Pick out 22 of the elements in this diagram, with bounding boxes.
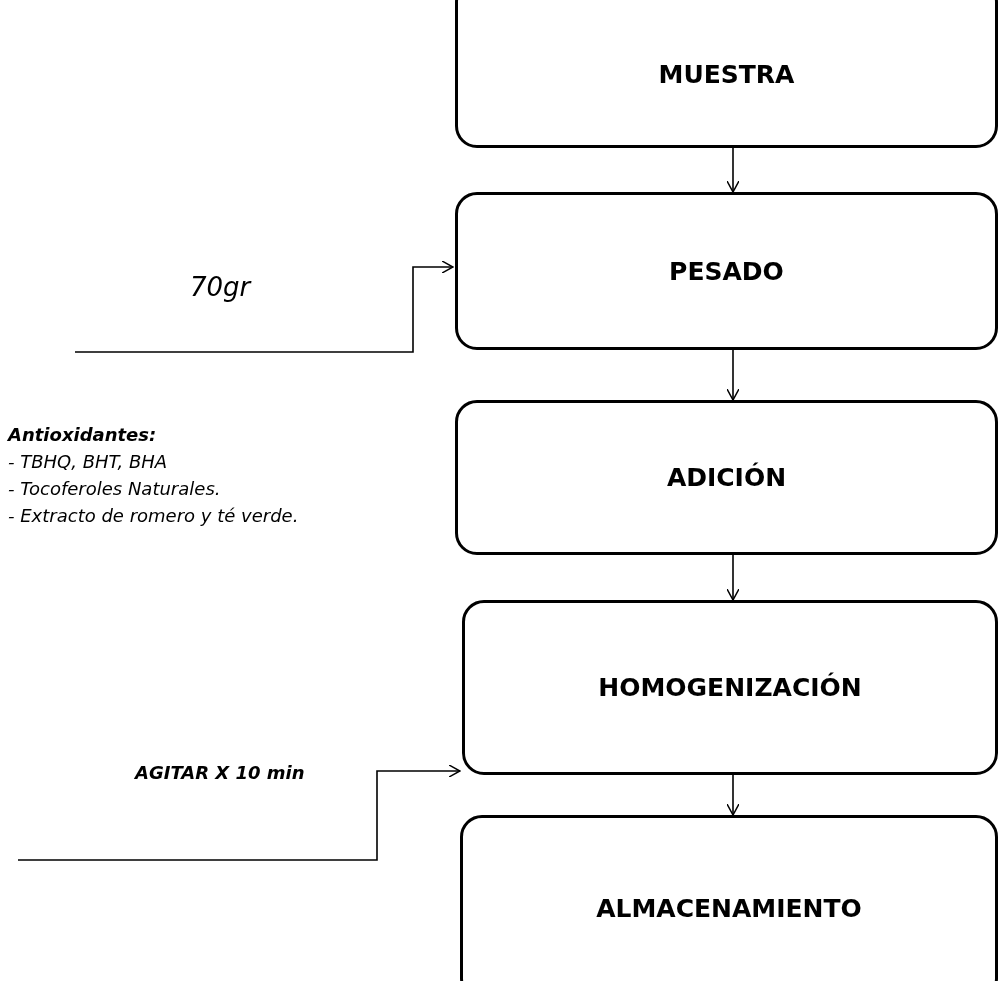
- step-title: MUESTRA: [658, 59, 795, 89]
- step-title: HOMOGENIZACIÓN: [598, 673, 862, 702]
- process-box: [455, 400, 998, 555]
- arrow: [17, 764, 461, 861]
- process-box: [462, 600, 998, 775]
- note-text: - TBHQ, BHT, BHA: [8, 451, 168, 472]
- process-box: [460, 815, 998, 981]
- arrow: [726, 774, 740, 816]
- arrow: [726, 147, 740, 193]
- process-box: [455, 0, 998, 148]
- arrow: [726, 349, 740, 401]
- note-text: - Tocoferoles Naturales.: [8, 478, 221, 499]
- note-text: - Extracto de romero y té verde.: [8, 505, 299, 526]
- arrow: [74, 260, 454, 353]
- edge-label: 70gr: [190, 272, 251, 302]
- process-box: [455, 192, 998, 350]
- arrow: [726, 554, 740, 601]
- step-title: ALMACENAMIENTO: [596, 893, 862, 923]
- step-title: PESADO: [669, 256, 784, 286]
- edge-label: AGITAR X 10 min: [135, 762, 305, 783]
- note-heading: Antioxidantes:: [8, 424, 157, 445]
- step-title: ADICIÓN: [666, 463, 787, 492]
